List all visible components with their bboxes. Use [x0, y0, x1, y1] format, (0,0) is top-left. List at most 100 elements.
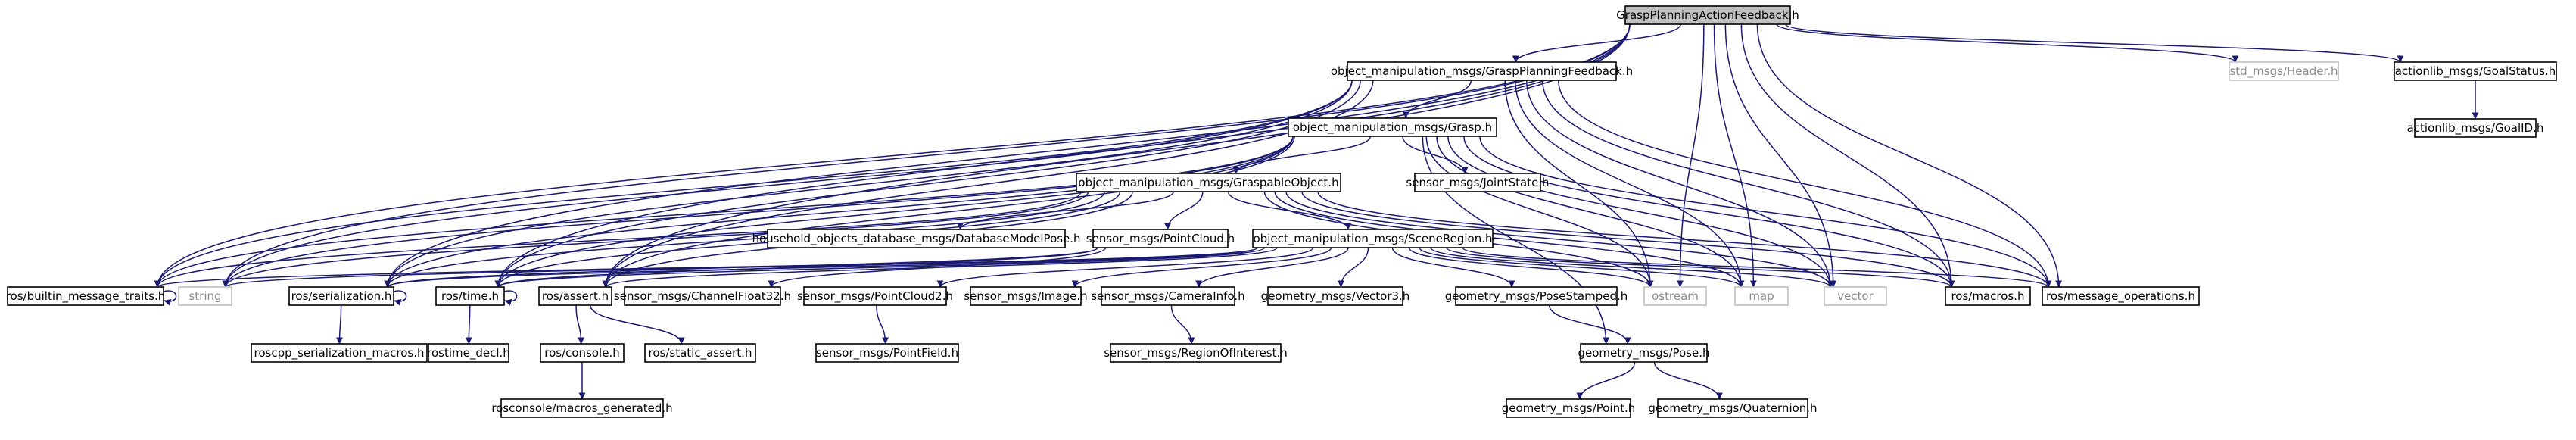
node-box: [1455, 286, 1618, 306]
node-image[interactable]: sensor_msgs/Image.h: [964, 286, 1088, 306]
edge-serialization-to-serialization: [393, 290, 407, 306]
node-box: [1824, 286, 1887, 306]
edge-grasp-to-map: [1436, 136, 1745, 288]
edge-root-to-map: [1713, 23, 1757, 288]
edge-sceneregion-to-serialization: [384, 247, 1258, 288]
node-quaternion[interactable]: geometry_msgs/Quaternion.h: [1648, 398, 1818, 418]
node-pose[interactable]: geometry_msgs/Pose.h: [1578, 343, 1710, 363]
edge-grasp-to-vector: [1447, 136, 1834, 288]
node-box: [1624, 5, 1791, 25]
node-vector3[interactable]: geometry_msgs/Vector3.h: [1261, 286, 1410, 306]
node-label: string: [188, 289, 221, 303]
node-caminfo[interactable]: sensor_msgs/CameraInfo.h: [1091, 286, 1245, 306]
node-timedecl[interactable]: rostime_decl.h: [427, 343, 510, 363]
node-string: string: [178, 286, 232, 306]
node-pointfield[interactable]: sensor_msgs/PointField.h: [815, 343, 959, 363]
edge-assert-to-console: [575, 304, 585, 345]
node-msgops[interactable]: ros/message_operations.h: [2042, 286, 2200, 306]
node-goalid[interactable]: actionlib_msgs/GoalID.h: [2407, 118, 2544, 138]
node-box: [815, 343, 959, 363]
edge-sceneregion-to-ostream: [1408, 247, 1654, 288]
node-box: [540, 343, 625, 363]
node-label: ros/serialization.h: [291, 289, 392, 303]
node-ostream: ostream: [1643, 286, 1707, 306]
edge-sceneregion-to-posestamped: [1391, 247, 1515, 288]
node-box: [767, 229, 1066, 248]
node-label: ostream: [1652, 289, 1699, 303]
node-label: geometry_msgs/Quaternion.h: [1648, 401, 1817, 416]
edge-gpf-to-ostream: [1504, 80, 1654, 288]
edge-traits-to-traits: [163, 290, 177, 306]
node-label: object_manipulation_msgs/GraspPlanningFe…: [1331, 64, 1633, 79]
node-chfloat[interactable]: sensor_msgs/ChannelFloat32.h: [614, 286, 791, 306]
node-consolemacros[interactable]: rosconsole/macros_generated.h: [491, 398, 673, 418]
node-sceneregion[interactable]: object_manipulation_msgs/SceneRegion.h: [1252, 229, 1494, 248]
node-gpf[interactable]: object_manipulation_msgs/GraspPlanningFe…: [1331, 61, 1633, 81]
node-jointstate[interactable]: sensor_msgs/JointState.h: [1406, 173, 1550, 192]
node-assert[interactable]: ros/assert.h: [538, 286, 612, 306]
edge-sceneregion-to-vector: [1430, 247, 1834, 288]
node-box: [1734, 286, 1789, 306]
node-roi[interactable]: sensor_msgs/RegionOfInterest.h: [1104, 343, 1288, 363]
node-label: roscpp_serialization_macros.h: [254, 346, 425, 360]
node-grasp[interactable]: object_manipulation_msgs/Grasp.h: [1288, 117, 1497, 137]
edge-gpf-to-traits: [154, 80, 1353, 288]
edge-sceneregion-to-vector3: [1337, 247, 1369, 288]
node-box: [1288, 117, 1497, 137]
node-pc2[interactable]: sensor_msgs/PointCloud2.h: [797, 286, 953, 306]
node-label: sensor_msgs/RegionOfInterest.h: [1104, 346, 1288, 360]
node-point[interactable]: geometry_msgs/Point.h: [1502, 398, 1636, 418]
node-box: [1252, 229, 1494, 248]
node-dbmodel[interactable]: household_objects_database_msgs/Database…: [752, 229, 1081, 248]
node-label: ros/builtin_message_traits.h: [6, 289, 166, 304]
node-console[interactable]: ros/console.h: [540, 343, 625, 363]
node-label: actionlib_msgs/GoalID.h: [2407, 121, 2544, 136]
edge-graspable-to-dbmodel: [956, 191, 1174, 230]
node-graspable[interactable]: object_manipulation_msgs/GraspableObject…: [1076, 173, 1341, 192]
edge-gpf-to-grasp: [1402, 80, 1472, 119]
node-label: rosconsole/macros_generated.h: [491, 401, 672, 416]
node-traits[interactable]: ros/builtin_message_traits.h: [6, 286, 166, 306]
edge-grasp-to-ostream: [1425, 136, 1654, 288]
node-box: [178, 286, 232, 306]
node-goalstatus[interactable]: actionlib_msgs/GoalStatus.h: [2394, 61, 2557, 81]
node-box: [435, 286, 505, 306]
node-box: [1506, 398, 1631, 418]
node-label: ros/macros.h: [1951, 289, 2024, 303]
node-root[interactable]: GraspPlanningActionFeedback.h: [1616, 5, 1799, 25]
node-label: geometry_msgs/PoseStamped.h: [1445, 289, 1628, 304]
node-pointcloud[interactable]: sensor_msgs/PointCloud.h: [1086, 229, 1235, 248]
node-box: [1110, 343, 1282, 363]
edge-sceneregion-to-time: [494, 247, 1266, 288]
node-macros[interactable]: ros/macros.h: [1945, 286, 2031, 306]
node-label: geometry_msgs/Pose.h: [1578, 346, 1709, 360]
edge-root-to-gpf: [1512, 23, 1681, 63]
node-box: [500, 398, 664, 418]
node-time[interactable]: ros/time.h: [435, 286, 505, 306]
edge-caminfo-to-roi: [1170, 304, 1195, 345]
edges-layer: [154, 23, 2479, 400]
edge-graspable-to-pointcloud: [1164, 191, 1204, 230]
node-box: [644, 343, 756, 363]
node-box: [1347, 61, 1617, 81]
node-sermacros[interactable]: roscpp_serialization_macros.h: [251, 343, 428, 363]
edge-graspable-to-traits: [154, 191, 1082, 288]
node-posestamped[interactable]: geometry_msgs/PoseStamped.h: [1445, 286, 1628, 306]
node-box: [2394, 61, 2557, 81]
node-staticassert[interactable]: ros/static_assert.h: [644, 343, 756, 363]
node-box: [7, 286, 164, 306]
edge-gpf-to-map: [1515, 80, 1745, 288]
node-box: [1945, 286, 2031, 306]
edge-sceneregion-to-msgops: [1462, 247, 2052, 288]
node-label: sensor_msgs/PointField.h: [816, 346, 958, 360]
edge-posestamped-to-pose: [1548, 304, 1631, 345]
node-label: ros/console.h: [544, 346, 619, 360]
edge-graspable-to-serialization: [384, 191, 1105, 288]
node-label: std_msgs/Header.h: [2229, 64, 2338, 79]
node-box: [624, 286, 781, 306]
edge-grasp-to-traits: [154, 136, 1294, 288]
node-serialization[interactable]: ros/serialization.h: [288, 286, 394, 306]
node-label: ros/assert.h: [542, 289, 609, 303]
edge-sceneregion-to-map: [1419, 247, 1745, 288]
